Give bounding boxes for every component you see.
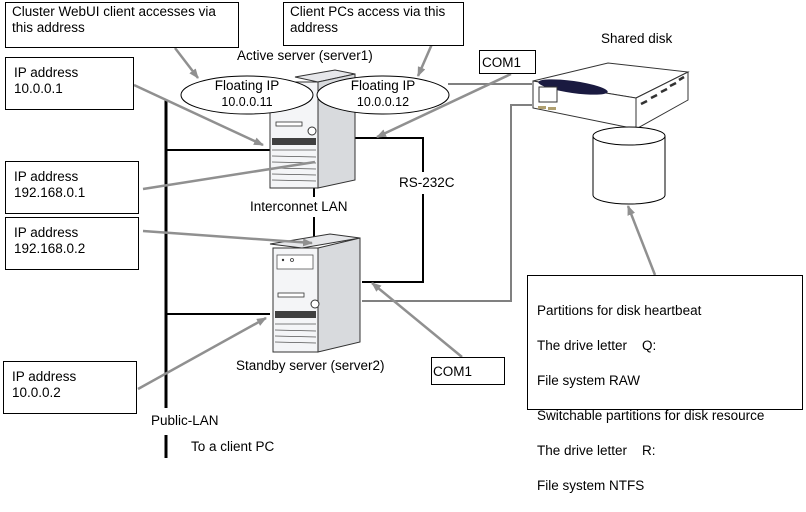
arrow-ip-inter1 bbox=[142, 160, 316, 191]
floating-ip-title: Floating IP bbox=[214, 78, 280, 93]
rs232c-cable bbox=[355, 137, 424, 172]
partition-line: The drive letter R: bbox=[537, 442, 656, 458]
arrow-com1-top bbox=[376, 72, 512, 139]
com1-top-callout: COM1 bbox=[479, 50, 536, 74]
partitions-callout: Partitions for disk heartbeat The drive … bbox=[527, 275, 803, 493]
partition-line: File system NTFS bbox=[537, 477, 645, 493]
shared-disk-icon bbox=[532, 62, 690, 130]
webui-callout: Cluster WebUI client accesses via this a… bbox=[5, 2, 239, 48]
partition-line: The drive letter Q: bbox=[537, 337, 657, 353]
floating-ip-title: Floating IP bbox=[350, 78, 416, 93]
floating-ip-address: 10.0.0.12 bbox=[356, 95, 410, 109]
arrow-webui bbox=[174, 47, 199, 79]
arrow-ip-public2 bbox=[137, 316, 267, 391]
floating-ip-address: 10.0.0.11 bbox=[221, 95, 273, 109]
ip-inter1-callout: IP address 192.168.0.1 bbox=[5, 161, 139, 214]
interconnect-lan-label: Interconnet LAN bbox=[250, 199, 348, 214]
disk-cable-server2 bbox=[362, 104, 532, 302]
floating-ip-ellipse-1 bbox=[180, 75, 314, 115]
floating-ip-ellipse-2 bbox=[316, 75, 450, 115]
ip-inter2-callout: IP address 192.168.0.2 bbox=[5, 217, 139, 270]
arrow-ip-inter2 bbox=[142, 229, 313, 247]
standby-server-icon bbox=[269, 233, 361, 353]
client-pcs-callout: Client PCs access via this address bbox=[283, 2, 464, 46]
to-client-pc-label: To a client PC bbox=[191, 439, 275, 454]
rs232c-label: RS-232C bbox=[399, 175, 455, 190]
ip-public2-callout: IP address 10.0.0.2 bbox=[3, 361, 137, 414]
arrow-com1-bottom bbox=[371, 282, 463, 358]
active-server-label: Active server (server1) bbox=[237, 48, 373, 63]
partition-line: File system RAW bbox=[537, 372, 641, 388]
arrow-partitions bbox=[626, 205, 657, 276]
partition-line: Switchable partitions for disk resource bbox=[537, 407, 765, 423]
arrow-ip-public1 bbox=[133, 83, 264, 147]
rs232c-cable-lower bbox=[362, 194, 424, 283]
disk-partition-cylinder bbox=[592, 126, 666, 205]
cluster-diagram bbox=[133, 43, 690, 458]
standby-server-label: Standby server (server2) bbox=[236, 358, 385, 373]
shared-disk-label: Shared disk bbox=[601, 31, 673, 46]
arrow-client-pcs bbox=[416, 43, 434, 77]
floating-ip-label-2: Floating IP 10.0.0.12 bbox=[333, 78, 433, 110]
floating-ip-label-1: Floating IP 10.0.0.11 bbox=[197, 78, 297, 110]
public-lan-label: Public-LAN bbox=[151, 413, 219, 428]
ip-public1-callout: IP address 10.0.0.1 bbox=[5, 57, 134, 110]
partition-line: Partitions for disk heartbeat bbox=[537, 302, 702, 318]
com1-bottom-callout: COM1 bbox=[431, 357, 505, 385]
